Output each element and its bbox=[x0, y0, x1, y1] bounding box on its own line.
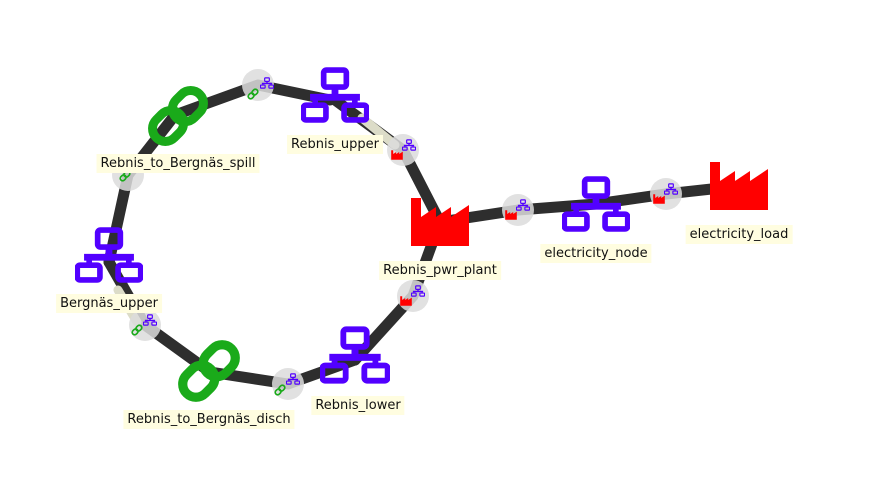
connection-halo-electricity-load[interactable] bbox=[650, 178, 682, 210]
connection-halo-rebnis-lower-disch[interactable] bbox=[272, 368, 304, 400]
network-node-icon[interactable] bbox=[564, 179, 627, 229]
label-rebnis-pwr-plant[interactable]: Rebnis_pwr_plant bbox=[379, 261, 501, 280]
connection-halo-pwr-plant-upper[interactable] bbox=[387, 134, 419, 166]
connection-halo-rebnis-upper-spill[interactable] bbox=[242, 69, 274, 101]
factory-icon[interactable] bbox=[411, 198, 469, 246]
connection-halo-pwr-plant-electricity[interactable] bbox=[502, 194, 534, 226]
label-electricity-load[interactable]: electricity_load bbox=[685, 225, 793, 244]
label-rebnis-to-bergnas-disch[interactable]: Rebnis_to_Bergnäs_disch bbox=[123, 410, 295, 429]
label-electricity-node[interactable]: electricity_node bbox=[540, 244, 652, 263]
chain-link-icon[interactable] bbox=[147, 85, 209, 147]
label-rebnis-lower[interactable]: Rebnis_lower bbox=[311, 396, 405, 415]
label-rebnis-to-bergnas-spill[interactable]: Rebnis_to_Bergnäs_spill bbox=[96, 154, 260, 173]
connection-halo-pwr-plant-lower[interactable] bbox=[397, 280, 429, 312]
link-spill-rebnis-upper[interactable] bbox=[122, 79, 336, 181]
link-highlight-upper bbox=[357, 113, 400, 150]
label-bergnas-upper[interactable]: Bergnäs_upper bbox=[56, 294, 162, 313]
label-rebnis-upper[interactable]: Rebnis_upper bbox=[287, 135, 383, 154]
connection-halo-bergnas-disch[interactable] bbox=[129, 309, 161, 341]
factory-icon[interactable] bbox=[710, 162, 768, 210]
